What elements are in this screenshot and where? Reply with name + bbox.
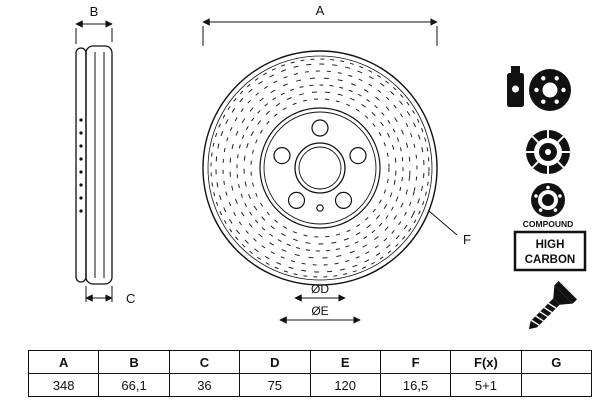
screw-icon <box>528 281 577 330</box>
header-cell: C <box>168 350 241 374</box>
table-header-row: A B C D E F F(x) G <box>27 350 593 374</box>
dimension-f-leader <box>428 210 458 236</box>
dimension-b-label: B <box>90 4 99 19</box>
vent-hole-dots <box>79 118 83 213</box>
header-cell: F(x) <box>450 350 522 374</box>
value-cell: 75 <box>239 373 311 397</box>
dimension-f-label: F <box>463 232 471 247</box>
value-cell: 16,5 <box>379 373 452 397</box>
friction-surface-texture <box>210 58 430 278</box>
hat-boundary-circle <box>259 107 381 229</box>
value-cell <box>520 373 593 397</box>
value-cell: 36 <box>168 373 241 397</box>
value-cell: 66,1 <box>98 373 170 397</box>
dimension-c-label: C <box>126 291 135 306</box>
rim-edge-circle <box>207 55 433 281</box>
value-cell: 5+1 <box>450 373 522 397</box>
header-cell: F <box>379 350 452 374</box>
technical-drawing: B C <box>75 3 587 330</box>
header-cell: G <box>520 350 593 374</box>
high-carbon-line2: CARBON <box>525 254 575 266</box>
value-cell: 120 <box>309 373 381 397</box>
dimension-b <box>75 20 113 44</box>
vented-disc-icon <box>526 130 570 174</box>
outer-diameter-circle <box>202 50 438 286</box>
lug-holes <box>273 119 367 209</box>
header-cell: E <box>309 350 381 374</box>
high-carbon-line1: HIGH <box>536 239 565 251</box>
disc-lug-dots <box>534 76 566 104</box>
locating-pin-hole <box>316 204 324 212</box>
screw-threads <box>531 302 557 326</box>
disc-side-view <box>75 45 113 285</box>
compound-label: COMPOUND <box>523 219 574 229</box>
dimension-table: A B C D E F F(x) G 348 66,1 36 75 120 16… <box>27 350 593 397</box>
centre-bore-circle <box>294 142 346 194</box>
header-cell: D <box>239 350 311 374</box>
compound-disc-dots <box>534 185 562 212</box>
dimension-a-label: A <box>316 3 325 18</box>
oil-and-disc-icon <box>507 66 571 111</box>
high-carbon-badge: HIGH CARBON <box>513 230 587 272</box>
header-cell: A <box>27 350 100 374</box>
centre-bore-inner-circle <box>298 146 342 190</box>
value-cell: 348 <box>27 373 100 397</box>
vent-spokes <box>526 130 570 174</box>
hat-flange-section <box>75 47 87 283</box>
compound-disc-icon <box>531 183 565 217</box>
hat-inner-circle <box>263 111 377 225</box>
disc-front-view <box>202 50 438 286</box>
dimension-c <box>85 286 113 302</box>
friction-ring-section <box>85 45 113 285</box>
header-cell: B <box>98 350 170 374</box>
dimension-d-label: ØD <box>311 282 329 296</box>
dimension-a <box>202 18 438 46</box>
table-value-row: 348 66,1 36 75 120 16,5 5+1 <box>27 373 593 397</box>
dimension-e-label: ØE <box>311 304 328 318</box>
